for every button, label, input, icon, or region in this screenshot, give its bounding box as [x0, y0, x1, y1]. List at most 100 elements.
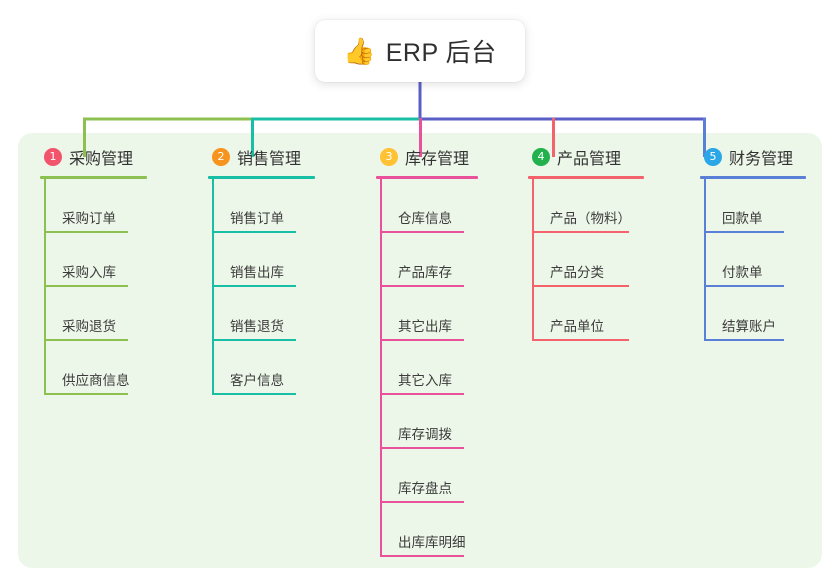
branch-item-rule — [212, 231, 296, 233]
branch-item[interactable]: 库存调拨 — [376, 395, 478, 449]
branch-item-label: 采购订单 — [62, 211, 116, 227]
branch-spine — [44, 179, 46, 395]
branch-item-rule — [212, 393, 296, 395]
branch-item[interactable]: 销售退货 — [208, 287, 315, 341]
branch-item-label: 库存调拨 — [398, 427, 452, 443]
branch-column-3: 3 库存管理仓库信息产品库存其它出库其它入库库存调拨库存盘点出库库明细 — [376, 145, 478, 557]
branch-item[interactable]: 付款单 — [700, 233, 806, 287]
branch-title: 采购管理 — [69, 151, 134, 168]
branch-item-rule — [532, 339, 629, 341]
branch-number-badge: 2 — [212, 148, 230, 166]
branch-item-label: 供应商信息 — [62, 373, 130, 389]
branch-item-rule — [704, 339, 784, 341]
branch-item-label: 其它入库 — [398, 373, 452, 389]
branch-item-rule — [380, 447, 464, 449]
branch-item-rule — [44, 339, 128, 341]
branch-item[interactable]: 销售订单 — [208, 179, 315, 233]
branch-item-label: 其它出库 — [398, 319, 452, 335]
branch-item-label: 客户信息 — [230, 373, 284, 389]
branch-number-badge: 1 — [44, 148, 62, 166]
branch-header-rule — [208, 176, 315, 179]
branch-spine — [380, 179, 382, 557]
branch-item[interactable]: 其它入库 — [376, 341, 478, 395]
branch-item-list: 采购订单采购入库采购退货供应商信息 — [40, 179, 147, 395]
branch-column-1: 1 采购管理采购订单采购入库采购退货供应商信息 — [40, 145, 147, 395]
branch-item-list: 回款单付款单结算账户 — [700, 179, 806, 341]
branch-item[interactable]: 供应商信息 — [40, 341, 147, 395]
branch-header-rule — [528, 176, 644, 179]
branch-item[interactable]: 客户信息 — [208, 341, 315, 395]
branch-item-label: 仓库信息 — [398, 211, 452, 227]
branch-item-label: 出库库明细 — [398, 535, 466, 551]
branch-item[interactable]: 其它出库 — [376, 287, 478, 341]
branch-item[interactable]: 采购退货 — [40, 287, 147, 341]
branch-item-list: 销售订单销售出库销售退货客户信息 — [208, 179, 315, 395]
branch-item-label: 销售出库 — [230, 265, 284, 281]
branch-item-rule — [380, 555, 464, 557]
branch-item-rule — [212, 339, 296, 341]
branch-item[interactable]: 产品单位 — [528, 287, 644, 341]
branch-item[interactable]: 产品（物料） — [528, 179, 644, 233]
thumbs-up-icon: 👍 — [343, 36, 376, 66]
root-node-card[interactable]: 👍 ERP 后台 — [315, 20, 525, 82]
branch-item-rule — [44, 231, 128, 233]
branch-spine — [212, 179, 214, 395]
branch-header-rule — [376, 176, 478, 179]
root-node-title: ERP 后台 — [385, 39, 497, 67]
branch-spine — [532, 179, 534, 341]
branch-header-rule — [40, 176, 147, 179]
branch-item-label: 回款单 — [722, 211, 763, 227]
branch-item-rule — [704, 231, 784, 233]
branch-column-5: 5 财务管理回款单付款单结算账户 — [700, 145, 806, 341]
branch-item[interactable]: 库存盘点 — [376, 449, 478, 503]
branch-item-rule — [212, 285, 296, 287]
branch-item-label: 结算账户 — [722, 319, 776, 335]
branch-item-label: 付款单 — [722, 265, 763, 281]
branch-item-list: 产品（物料） 产品分类产品单位 — [528, 179, 644, 341]
branch-item-rule — [704, 285, 784, 287]
mindmap-background-panel — [18, 133, 822, 568]
branch-item-label: 销售订单 — [230, 211, 284, 227]
branch-item-label: 产品库存 — [398, 265, 452, 281]
branch-spine — [704, 179, 706, 341]
branch-item-rule — [380, 285, 464, 287]
branch-item[interactable]: 出库库明细 — [376, 503, 478, 557]
branch-title: 产品管理 — [557, 151, 622, 168]
branch-header-1[interactable]: 1 采购管理 — [40, 145, 147, 169]
branch-item-rule — [380, 501, 464, 503]
branch-item[interactable]: 产品库存 — [376, 233, 478, 287]
branch-header-3[interactable]: 3 库存管理 — [376, 145, 478, 169]
branch-column-2: 2 销售管理销售订单销售出库销售退货客户信息 — [208, 145, 315, 395]
branch-item-rule — [44, 393, 128, 395]
branch-item[interactable]: 回款单 — [700, 179, 806, 233]
branch-header-2[interactable]: 2 销售管理 — [208, 145, 315, 169]
branch-item-label: 销售退货 — [230, 319, 284, 335]
branch-item-label: 采购退货 — [62, 319, 116, 335]
branch-title: 销售管理 — [237, 151, 302, 168]
branch-title: 财务管理 — [729, 151, 794, 168]
branch-title: 库存管理 — [405, 151, 470, 168]
branch-item-label: 产品分类 — [550, 265, 604, 281]
branch-item[interactable]: 仓库信息 — [376, 179, 478, 233]
branch-item-rule — [532, 285, 629, 287]
branch-header-rule — [700, 176, 806, 179]
branch-item-rule — [44, 285, 128, 287]
branch-item-rule — [380, 231, 464, 233]
branch-header-5[interactable]: 5 财务管理 — [700, 145, 806, 169]
branch-item-rule — [380, 393, 464, 395]
branch-item[interactable]: 采购入库 — [40, 233, 147, 287]
branch-item-list: 仓库信息产品库存其它出库其它入库库存调拨库存盘点出库库明细 — [376, 179, 478, 557]
branch-item-rule — [532, 231, 629, 233]
branch-item[interactable]: 结算账户 — [700, 287, 806, 341]
branch-number-badge: 5 — [704, 148, 722, 166]
branch-item-label: 产品单位 — [550, 319, 604, 335]
branch-item-label: 产品（物料） — [550, 211, 631, 227]
branch-number-badge: 3 — [380, 148, 398, 166]
branch-item[interactable]: 采购订单 — [40, 179, 147, 233]
branch-item-rule — [380, 339, 464, 341]
branch-item[interactable]: 销售出库 — [208, 233, 315, 287]
branch-item[interactable]: 产品分类 — [528, 233, 644, 287]
